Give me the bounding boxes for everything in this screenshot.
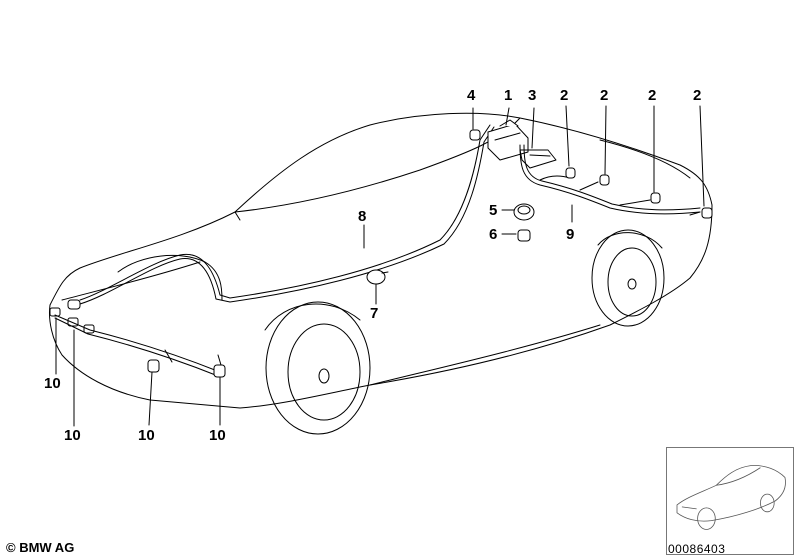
- callout-6: 6: [489, 226, 498, 243]
- wiring-harness-bumper: [49, 307, 221, 377]
- callout-2: 2: [560, 87, 569, 104]
- callout-9: 9: [566, 226, 575, 243]
- callout-2: 2: [648, 87, 657, 104]
- callout-7: 7: [370, 305, 379, 322]
- buzzer-holder: [517, 229, 531, 242]
- park-sensor-rear: [565, 167, 713, 219]
- copyright-label: © BMW AG: [6, 540, 75, 555]
- callout-8: 8: [358, 208, 367, 225]
- vehicle-thumbnail: [666, 447, 794, 555]
- grommet: [469, 129, 481, 141]
- document-number: 00086403: [668, 542, 726, 556]
- callout-4: 4: [467, 87, 476, 104]
- callout-10: 10: [44, 375, 61, 392]
- wiring-harness-front: [79, 124, 495, 305]
- wiring-connector: [366, 269, 389, 285]
- callout-2: 2: [693, 87, 702, 104]
- callout-leaders: [55, 105, 705, 427]
- callout-10: 10: [209, 427, 226, 444]
- callout-3: 3: [528, 87, 537, 104]
- rear-wheel: [591, 229, 665, 327]
- mounting-bracket: [519, 149, 557, 169]
- park-sensor-front: [67, 299, 226, 378]
- callout-2: 2: [600, 87, 609, 104]
- front-wheel: [117, 254, 371, 435]
- control-unit: [487, 119, 529, 161]
- callout-10: 10: [64, 427, 81, 444]
- callout-1: 1: [504, 87, 513, 104]
- callout-5: 5: [489, 202, 498, 219]
- signal-buzzer: [513, 203, 535, 221]
- callout-10: 10: [138, 427, 155, 444]
